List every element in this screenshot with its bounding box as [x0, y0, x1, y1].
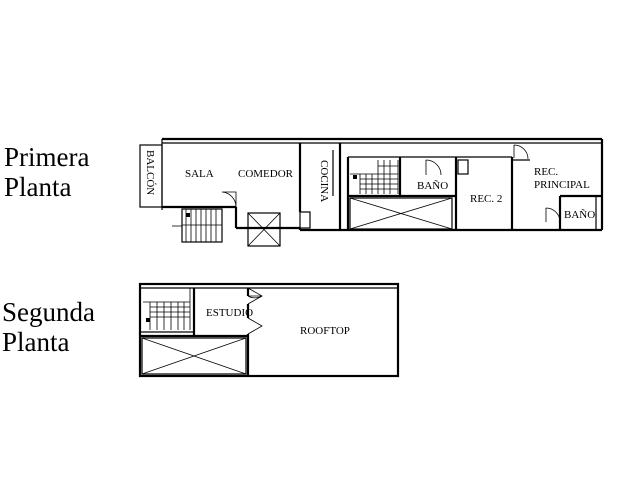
stair-first-floor	[350, 160, 399, 194]
void-box-2	[141, 337, 247, 375]
stair-second-floor	[143, 288, 191, 330]
door-entrance	[221, 191, 237, 208]
door-bano	[425, 159, 442, 176]
room-label-rooftop: ROOFTOP	[300, 325, 350, 337]
room-label-estudio: ESTUDIO	[206, 307, 253, 319]
room-label-cocina: COCINA	[318, 160, 330, 202]
room-label-balcon: BALCÓN	[144, 150, 156, 195]
void-x2-2	[141, 337, 247, 375]
column	[299, 211, 311, 229]
wardrobe	[457, 159, 469, 175]
room-label-rec2: REC. 2	[470, 193, 502, 205]
door-estudio-1-swing	[247, 287, 263, 305]
room-label-rec-principal-1: REC.	[534, 166, 558, 178]
door-bano2	[545, 207, 561, 223]
void-x2	[349, 197, 453, 230]
room-label-rec-principal-2: PRINCIPAL	[534, 179, 590, 191]
room-label-comedor: COMEDOR	[238, 168, 294, 180]
elevator-shaft	[247, 212, 281, 247]
second-floor-label-line1: Segunda	[2, 297, 95, 327]
room-label-bano2: BAÑO	[564, 209, 595, 221]
door-rec-principal	[513, 144, 529, 160]
second-floor-plan: ESTUDIO ROOFTOP	[138, 282, 400, 378]
first-floor-plan: BALCÓN SALA COMEDOR COCINA BAÑO REC. 2 R…	[139, 137, 604, 247]
room-label-bano: BAÑO	[417, 180, 448, 192]
room-label-sala: SALA	[185, 168, 214, 180]
door-estudio-2-swing	[247, 317, 263, 335]
elevator-x2	[247, 212, 281, 247]
second-floor-outline	[138, 282, 400, 378]
first-floor-label-line2: Planta	[4, 172, 72, 202]
stair-entrance	[172, 208, 223, 243]
first-floor-label-line1: Primera	[4, 142, 89, 172]
balcony-outline	[139, 144, 163, 208]
void-box	[349, 197, 453, 230]
second-floor-label-line2: Planta	[2, 327, 70, 357]
